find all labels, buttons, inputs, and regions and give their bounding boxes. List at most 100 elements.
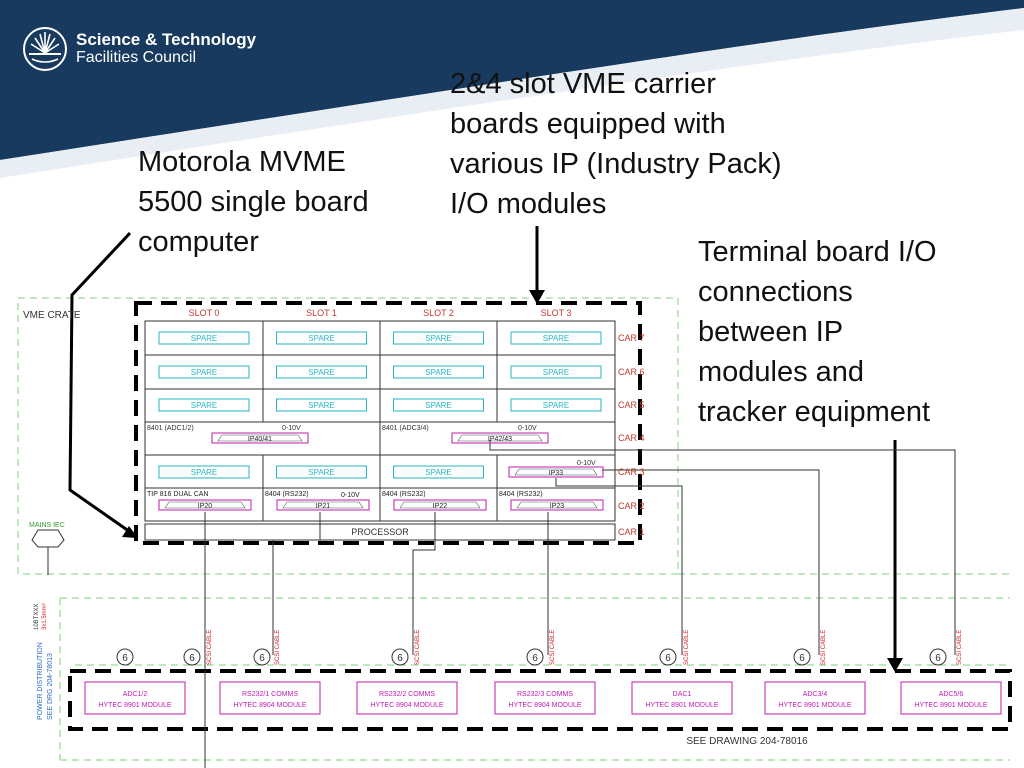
ip40-41-connector [217,434,303,442]
car4-left-label: 8401 (ADC1/2) [147,425,194,432]
terminal-module-box [219,681,321,715]
ip40-41-label: IP40/41 [248,436,272,443]
spare-label: SPARE [308,468,335,477]
crate-title: VME CRATE [23,310,81,321]
drawing-ref: SEE DRAWING 204-78016 [686,736,808,747]
terminal-module-name: ADC5/6 [939,691,964,698]
spare-box [158,365,250,379]
scsi-cable-label: SCSI CABLE [415,630,421,665]
car3-range: 0-10V [577,460,596,467]
spare-label: SPARE [543,368,570,377]
spare-label: SPARE [543,401,570,410]
cable-count-circle [391,648,409,666]
spare-label: SPARE [425,334,452,343]
terminal-module-box [494,681,596,715]
cable-count: 6 [935,653,941,664]
ip33-box [508,466,604,478]
car2-label: 8404 (RS232) [499,491,543,498]
spare-box [393,365,484,379]
terminal-module-type: HYTEC 8904 MODULE [508,702,581,709]
spare-label: SPARE [543,334,570,343]
car-label: CAR 3 [618,467,645,477]
car2-ip-connector [282,501,364,509]
stfc-emblem-icon [23,27,67,71]
side-label-3: POWER DISTRIBUTION [37,642,44,720]
ip33-label: IP33 [549,470,564,477]
terminal-module-type: HYTEC 8901 MODULE [914,702,987,709]
car-label: CAR 5 [618,400,645,410]
spare-label: SPARE [191,368,218,377]
spare-box [158,465,250,479]
spare-label: SPARE [191,401,218,410]
cable-count: 6 [665,653,671,664]
car2-ip-box [393,499,487,511]
terminal-module-box [356,681,458,715]
spare-box [510,365,602,379]
car2-label: 8404 (RS232) [265,491,309,498]
processor-label: PROCESSOR [351,527,409,537]
terminal-module-name: ADC3/4 [803,691,828,698]
terminal-module-name: ADC1/2 [123,691,148,698]
spare-label: SPARE [191,468,218,477]
logo-line-1: Science & Technology [76,30,257,49]
car-label: CAR 1 [618,527,645,537]
stfc-logo: Science & Technology Facilities Council [22,26,256,72]
ip33-connector [514,468,598,476]
cable-count: 6 [259,653,265,664]
terminal-module-type: HYTEC 8901 MODULE [645,702,718,709]
cable-count-circle [929,648,947,666]
cable-count: 6 [122,653,128,664]
car2-ip-label: IP22 [433,503,448,510]
terminal-module-name: DAC1 [673,691,692,698]
car2-ip-label: IP20 [198,503,213,510]
spare-box [393,398,484,412]
spare-label: SPARE [425,401,452,410]
car2-ip-connector [516,501,598,509]
terminal-module-box [900,681,1002,715]
car4-right-label: 8401 (ADC3/4) [382,425,429,432]
scsi-cable-label: SCSI CABLE [684,630,690,665]
slot-label: SLOT 2 [423,308,454,318]
terminal-module-box [764,681,866,715]
spare-label: SPARE [308,368,335,377]
cable-count: 6 [799,653,805,664]
slot-label: SLOT 3 [541,308,572,318]
terminal-module-type: HYTEC 8904 MODULE [233,702,306,709]
car2-ip-connector [164,501,246,509]
spare-box [276,365,367,379]
car-label: CAR 6 [618,367,645,377]
cable-count-circle [526,648,544,666]
spare-label: SPARE [425,368,452,377]
cable-count-circle [183,648,201,666]
annotation-motorola: Motorola MVME 5500 single board computer [138,146,369,258]
car4-left-range: 0-10V [282,425,301,432]
scsi-cable-label: SCSI CABLE [275,630,281,665]
cable-count-circle [116,648,134,666]
car2-ip-box [158,499,252,511]
cable-count: 6 [532,653,538,664]
scsi-cable-label: SCSI CABLE [821,630,827,665]
ip42-43-connector [457,434,543,442]
car4-right-range: 0-10V [518,425,537,432]
slot-label: SLOT 0 [189,308,220,318]
annotation-carrier-boards: 2&4 slot VME carrier boards equipped wit… [450,68,782,220]
car-label: CAR 4 [618,433,645,443]
cable-count-circle [253,648,271,666]
annotation-terminal-board: Terminal board I/O connections between I… [698,236,937,428]
scsi-cable-label: SCSI CABLE [207,630,213,665]
car-label: CAR 7 [618,333,645,343]
spare-box [276,331,367,345]
car2-ip-box [276,499,370,511]
car2-label: 8404 (RS232) [382,491,426,498]
terminal-module-box [84,681,186,715]
cable-count: 6 [189,653,195,664]
car2-ip-connector [399,501,481,509]
side-label-2: 3x1.5mm² [42,603,48,630]
spare-box [510,331,602,345]
spare-label: SPARE [191,334,218,343]
cable-count-circle [659,648,677,666]
scsi-cable-label: SCSI CABLE [550,630,556,665]
